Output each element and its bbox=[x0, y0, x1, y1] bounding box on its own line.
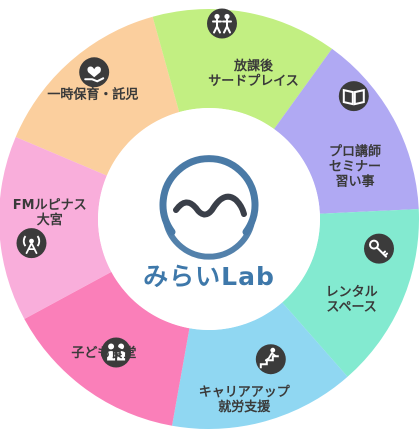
heart-hand-icon bbox=[79, 57, 110, 88]
segment-label-childcare: 一時保育・託児 bbox=[47, 87, 138, 103]
segment-label-lessons: プロ講師 bbox=[329, 144, 381, 160]
center-circle bbox=[98, 108, 320, 330]
keys-icon bbox=[364, 233, 394, 264]
logo-text: みらいLab bbox=[143, 262, 275, 291]
segment-label-lessons: セミナー bbox=[329, 160, 381, 175]
radio-tower-icon bbox=[16, 228, 47, 259]
segment-childcare bbox=[15, 16, 180, 176]
center-logo: みらいLab bbox=[98, 108, 320, 330]
segment-label-radio: FMルピナス bbox=[13, 198, 87, 213]
segment-label-afterschool: サードプレイス bbox=[208, 74, 299, 89]
book-icon bbox=[338, 81, 369, 112]
segment-label-radio: 大宮 bbox=[37, 212, 63, 228]
segment-label-career: 就労支援 bbox=[218, 399, 271, 415]
logo-mountain bbox=[173, 193, 247, 218]
stairs-runner-icon bbox=[255, 344, 286, 375]
segment-afterschool bbox=[152, 8, 333, 130]
segment-label-rental: レンタル bbox=[326, 285, 378, 300]
logo-ring-arc bbox=[159, 155, 259, 236]
segment-radio bbox=[0, 136, 112, 319]
segment-label-afterschool: 放課後 bbox=[233, 58, 274, 74]
segment-label-cafeteria: 子ども食堂 bbox=[71, 345, 136, 361]
children-icon bbox=[207, 8, 237, 39]
segment-lessons bbox=[274, 48, 419, 214]
family-icon bbox=[101, 337, 132, 368]
segment-label-rental: スペース bbox=[326, 300, 376, 315]
segment-label-lessons: 習い事 bbox=[335, 174, 374, 190]
logo-ring-arc-lower bbox=[163, 219, 255, 260]
segment-label-career: キャリアアップ bbox=[199, 385, 291, 400]
